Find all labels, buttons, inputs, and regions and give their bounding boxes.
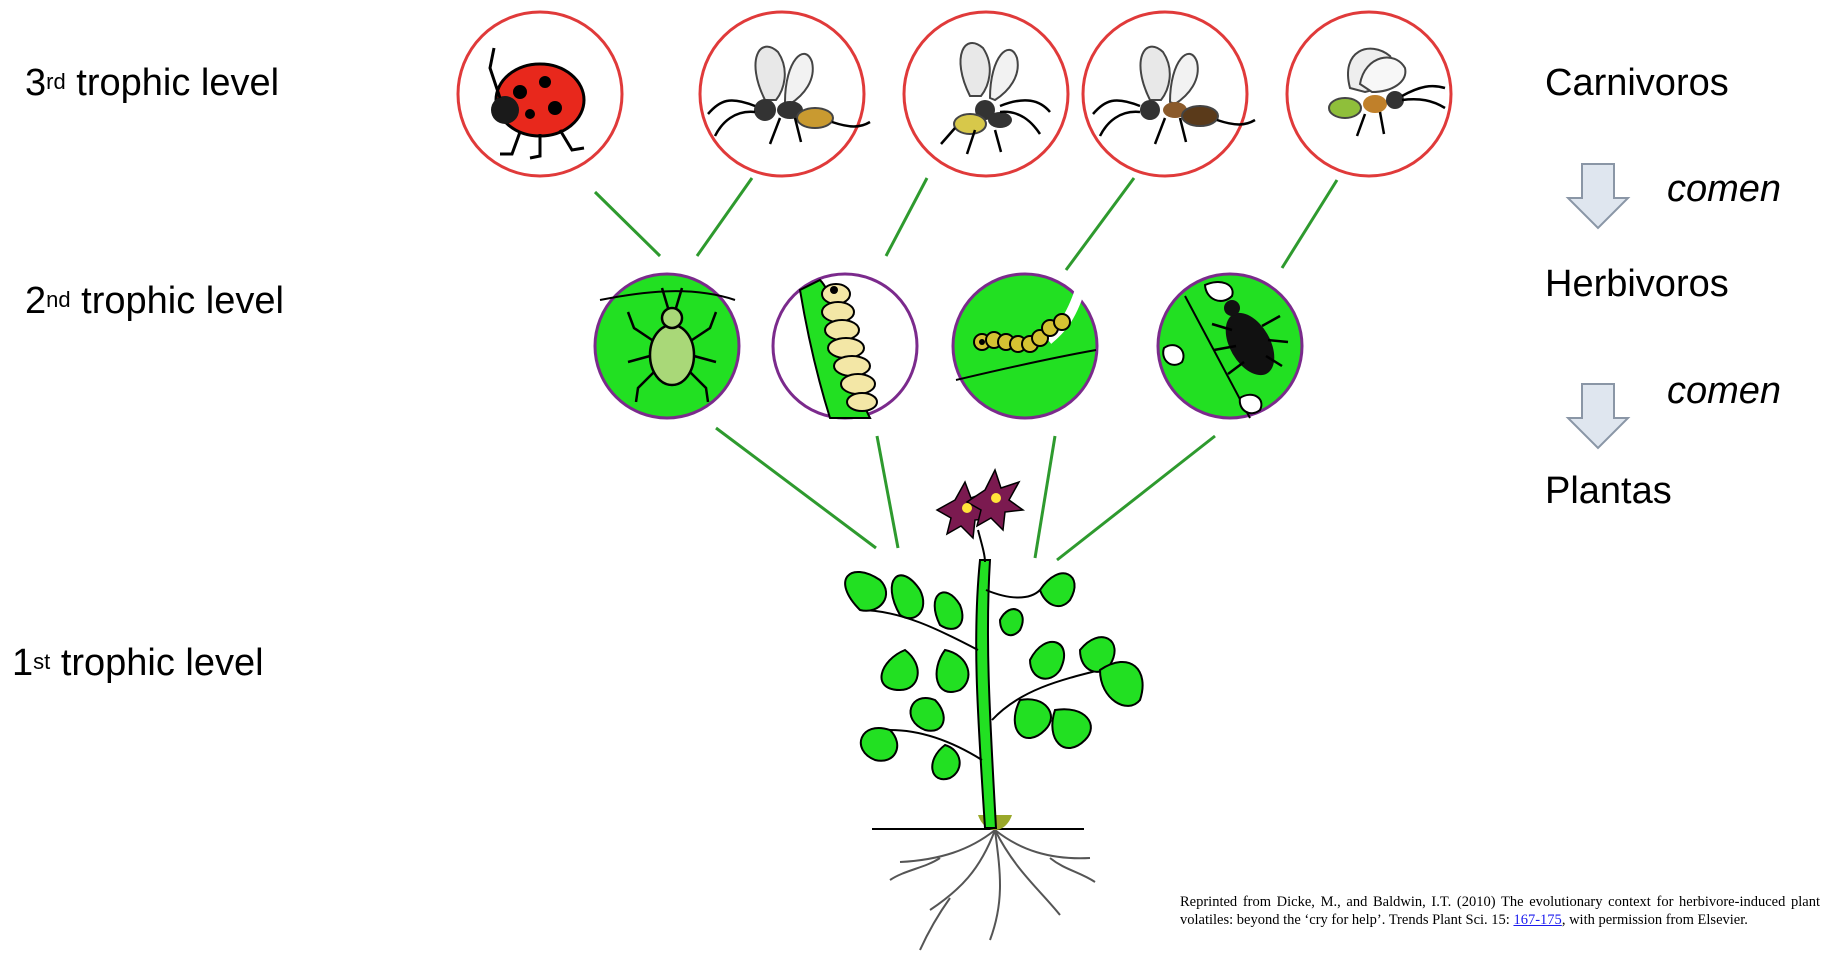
larva-icon: [773, 274, 917, 418]
ladybug-icon: [458, 12, 622, 176]
beetle-icon: [1158, 274, 1302, 418]
wasp-icon: [1287, 12, 1451, 176]
wasp-icon: [700, 12, 870, 176]
down-arrow-icon: [1568, 384, 1628, 448]
wasp-icon: [1083, 12, 1255, 176]
plant-icon: [845, 470, 1142, 950]
caterpillar-icon: [953, 274, 1097, 418]
down-arrow-icon: [1568, 164, 1628, 228]
wasp-icon: [904, 12, 1068, 176]
carnivore-herbivore-links: [595, 178, 1337, 270]
aphid-icon: [595, 274, 739, 418]
